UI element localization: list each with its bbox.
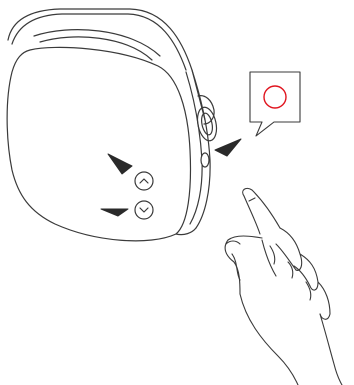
index-finger <box>243 188 280 228</box>
arrow-to-volume-up-icon <box>108 154 132 174</box>
palm-wrist <box>240 294 298 385</box>
middle-finger <box>280 228 302 270</box>
volume-up-button[interactable] <box>135 172 153 190</box>
arrow-to-volume-down-icon <box>101 209 128 216</box>
pointing-hand-icon <box>225 188 342 385</box>
speaker-top-inner-outline <box>12 14 186 70</box>
indicator-callout <box>250 72 300 136</box>
callout-box <box>250 72 300 136</box>
speaker-top-outline <box>8 9 205 120</box>
side-power-button[interactable] <box>201 153 209 167</box>
speaker-device <box>7 9 210 241</box>
speaker-front-face <box>7 47 190 240</box>
volume-down-button[interactable] <box>135 201 153 219</box>
arrow-to-power-button-icon <box>215 139 241 156</box>
thumb <box>225 236 262 294</box>
